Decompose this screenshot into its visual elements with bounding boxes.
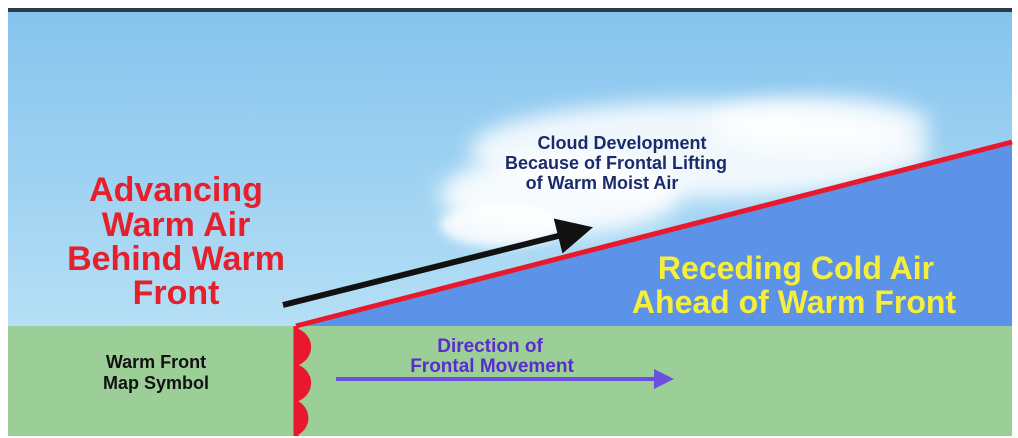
warm-label-line-3: Behind Warm <box>67 240 285 278</box>
warm-front-symbol <box>293 326 312 436</box>
cold-label-line-1: Receding Cold Air <box>658 250 934 286</box>
cloud-label-line-2: Because of Frontal Lifting <box>505 153 727 173</box>
warm-label-line-1: Advancing <box>89 171 263 209</box>
direction-label-line-1: Direction of <box>437 336 543 357</box>
map-symbol-label: Warm Front Map Symbol <box>103 352 209 393</box>
cloud-label-line-3: of Warm Moist Air <box>526 173 679 193</box>
direction-label-line-2: Frontal Movement <box>410 356 574 377</box>
symbol-label-line-2: Map Symbol <box>103 373 209 393</box>
cloud <box>440 97 930 247</box>
warm-air-lifting-arrow <box>282 218 593 308</box>
warm-label-line-4: Front <box>133 274 220 312</box>
advancing-warm-air-label: Advancing Warm Air Behind Warm Front <box>67 171 285 312</box>
warm-label-line-2: Warm Air <box>102 206 251 244</box>
frame-top-border <box>8 8 1012 12</box>
symbol-label-line-1: Warm Front <box>106 352 206 372</box>
cloud-development-label: Cloud Development Because of Frontal Lif… <box>505 133 727 193</box>
frontal-surface-line <box>295 139 1013 329</box>
receding-cold-air-label: Receding Cold Air Ahead of Warm Front <box>632 250 956 320</box>
top-margin <box>0 0 1018 10</box>
cold-label-line-2: Ahead of Warm Front <box>632 284 956 320</box>
cloud-label-line-1: Cloud Development <box>537 133 706 153</box>
direction-label: Direction of Frontal Movement <box>410 336 574 377</box>
